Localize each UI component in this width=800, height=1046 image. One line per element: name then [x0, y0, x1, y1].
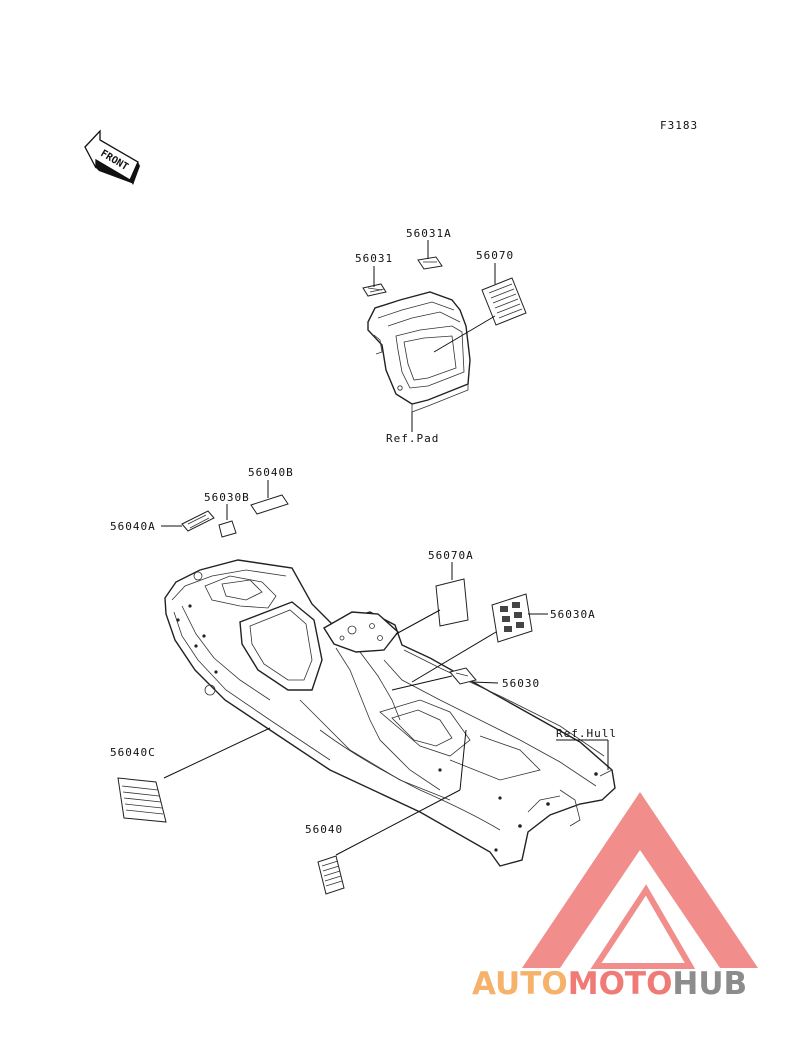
decal-56070A [435, 578, 469, 627]
watermark-auto: AUTO [472, 966, 568, 1002]
watermark-hub: HUB [672, 966, 747, 1002]
label-56070: 56070 [476, 249, 514, 262]
decal-56040B [250, 494, 289, 515]
decal-56030B [218, 520, 237, 538]
label-56040B: 56040B [248, 466, 294, 479]
label-56040: 56040 [305, 823, 343, 836]
decal-56040 [317, 855, 345, 895]
triangle-logo-icon [522, 792, 758, 969]
decal-56040A [181, 510, 215, 532]
decal-56030A [491, 593, 533, 643]
label-56030A: 56030A [550, 608, 596, 621]
decal-56040C [117, 777, 167, 823]
label-56031A: 56031A [406, 227, 452, 240]
label-56040A: 56040A [110, 520, 156, 533]
watermark-logo: AUTOMOTOHUB [472, 792, 758, 1002]
front-arrow-icon: FRONT [84, 129, 140, 185]
watermark-moto: MOTO [568, 966, 673, 1002]
decal-56031A [417, 256, 443, 270]
decal-56070 [481, 277, 527, 326]
label-56031: 56031 [355, 252, 393, 265]
svg-text:AUTOMOTOHUB: AUTOMOTOHUB [472, 966, 747, 1002]
label-56040C: 56040C [110, 746, 156, 759]
figure-code: F3183 [660, 119, 698, 132]
small-decals: 56040B 56030B 56040A [110, 466, 294, 538]
pad-assembly: 56031 56031A 56070 Ref.Pad [355, 227, 527, 445]
label-56030B: 56030B [204, 491, 250, 504]
decal-56030 [449, 667, 477, 685]
label-ref-hull: Ref.Hull [556, 727, 617, 740]
decal-56031 [362, 283, 387, 297]
label-56070A: 56070A [428, 549, 474, 562]
hull-decals: 56070A 56030A 56030 Ref.Hull 56040C 5604… [110, 549, 617, 895]
hull-body [164, 559, 616, 867]
label-56030: 56030 [502, 677, 540, 690]
label-ref-pad: Ref.Pad [386, 432, 439, 445]
